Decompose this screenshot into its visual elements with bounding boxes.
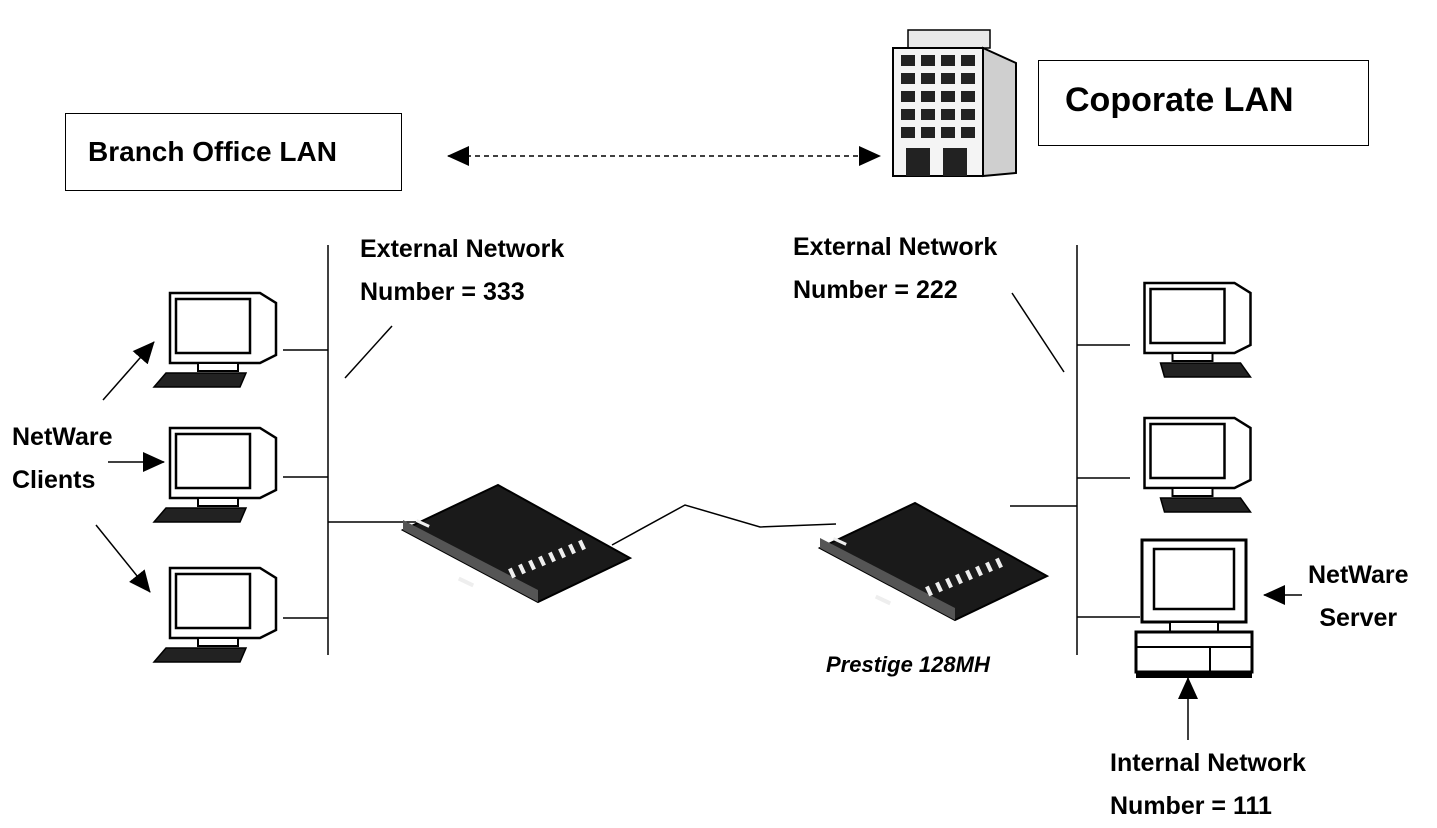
corporate-network-pointer (1011, 292, 1065, 373)
client-arrow (102, 341, 155, 401)
wan-link (611, 504, 837, 546)
branch-network-line1: External Network (360, 235, 565, 263)
internal-network-line1: Internal Network (1110, 749, 1306, 777)
corporate-label: Coporate LAN (1065, 81, 1294, 119)
client-arrow (95, 524, 151, 593)
branch-office-box: Branch Office LAN (65, 113, 402, 191)
internal-network-line2: Number = 111 (1110, 792, 1272, 820)
server-line1: NetWare (1308, 561, 1409, 589)
router-caption: Prestige 128MH (826, 652, 990, 677)
client-computer-icon (152, 566, 278, 663)
corporate-network-line1: External Network (793, 233, 998, 261)
client-computer-icon (152, 426, 278, 523)
corporate-network-line2: Number = 222 (793, 276, 958, 304)
netware-server-icon (1134, 538, 1254, 678)
netware-server-label: NetWare Server (1308, 554, 1409, 640)
clients-line2: Clients (12, 466, 96, 494)
branch-network-label: External Network Number = 333 (360, 228, 564, 314)
internal-network-label: Internal Network Number = 111 (1110, 742, 1306, 828)
corporate-computer-icon (1143, 416, 1252, 513)
branch-office-label: Branch Office LAN (88, 136, 337, 167)
office-building-icon (892, 29, 1017, 178)
corporate-network-label: External Network Number = 222 (793, 226, 997, 312)
corporate-computer-icon (1143, 281, 1252, 378)
client-computer-icon (152, 291, 278, 388)
branch-network-line2: Number = 333 (360, 278, 525, 306)
netware-clients-label: NetWare Clients (12, 416, 113, 502)
branch-network-pointer (344, 325, 393, 379)
server-line2: Server (1319, 604, 1398, 632)
corporate-box: Coporate LAN (1038, 60, 1369, 146)
branch-router-icon (400, 483, 633, 604)
clients-line1: NetWare (12, 423, 113, 451)
prestige-router-icon (817, 501, 1050, 622)
